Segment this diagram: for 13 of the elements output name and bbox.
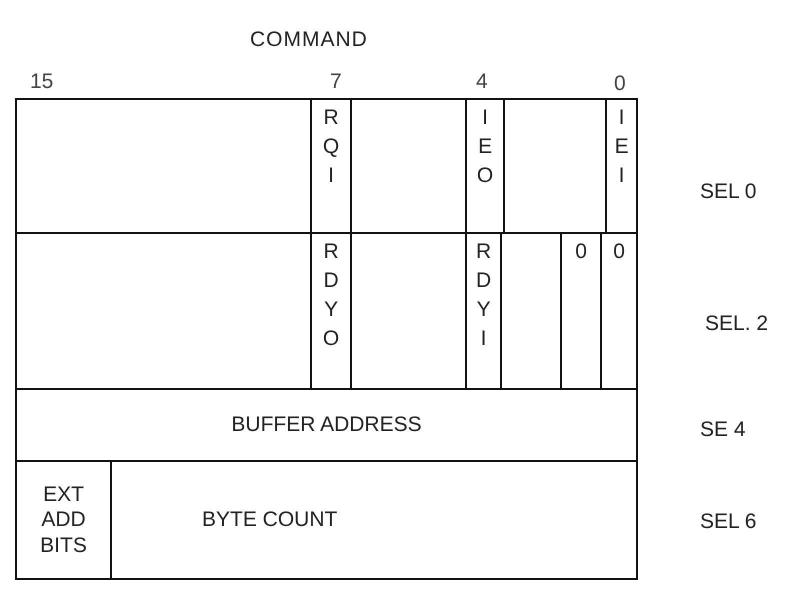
bit-number: 15 [30,70,54,94]
register-select-label: SEL. 2 [705,312,768,336]
bit-field: BYTE COUNT [110,460,638,580]
bit-number: 0 [614,72,626,96]
bit-number: 7 [330,70,342,94]
register-select-label: SEL 6 [700,510,756,534]
bit-field: BUFFER ADDRESS [15,388,638,462]
bit-number: 4 [476,70,488,94]
bit-field: EXT ADD BITS [15,460,112,580]
bit-field: IEI [605,98,638,234]
register-title: COMMAND [250,28,368,52]
register-select-label: SE 4 [700,418,746,442]
register-select-label: SEL 0 [700,180,756,204]
